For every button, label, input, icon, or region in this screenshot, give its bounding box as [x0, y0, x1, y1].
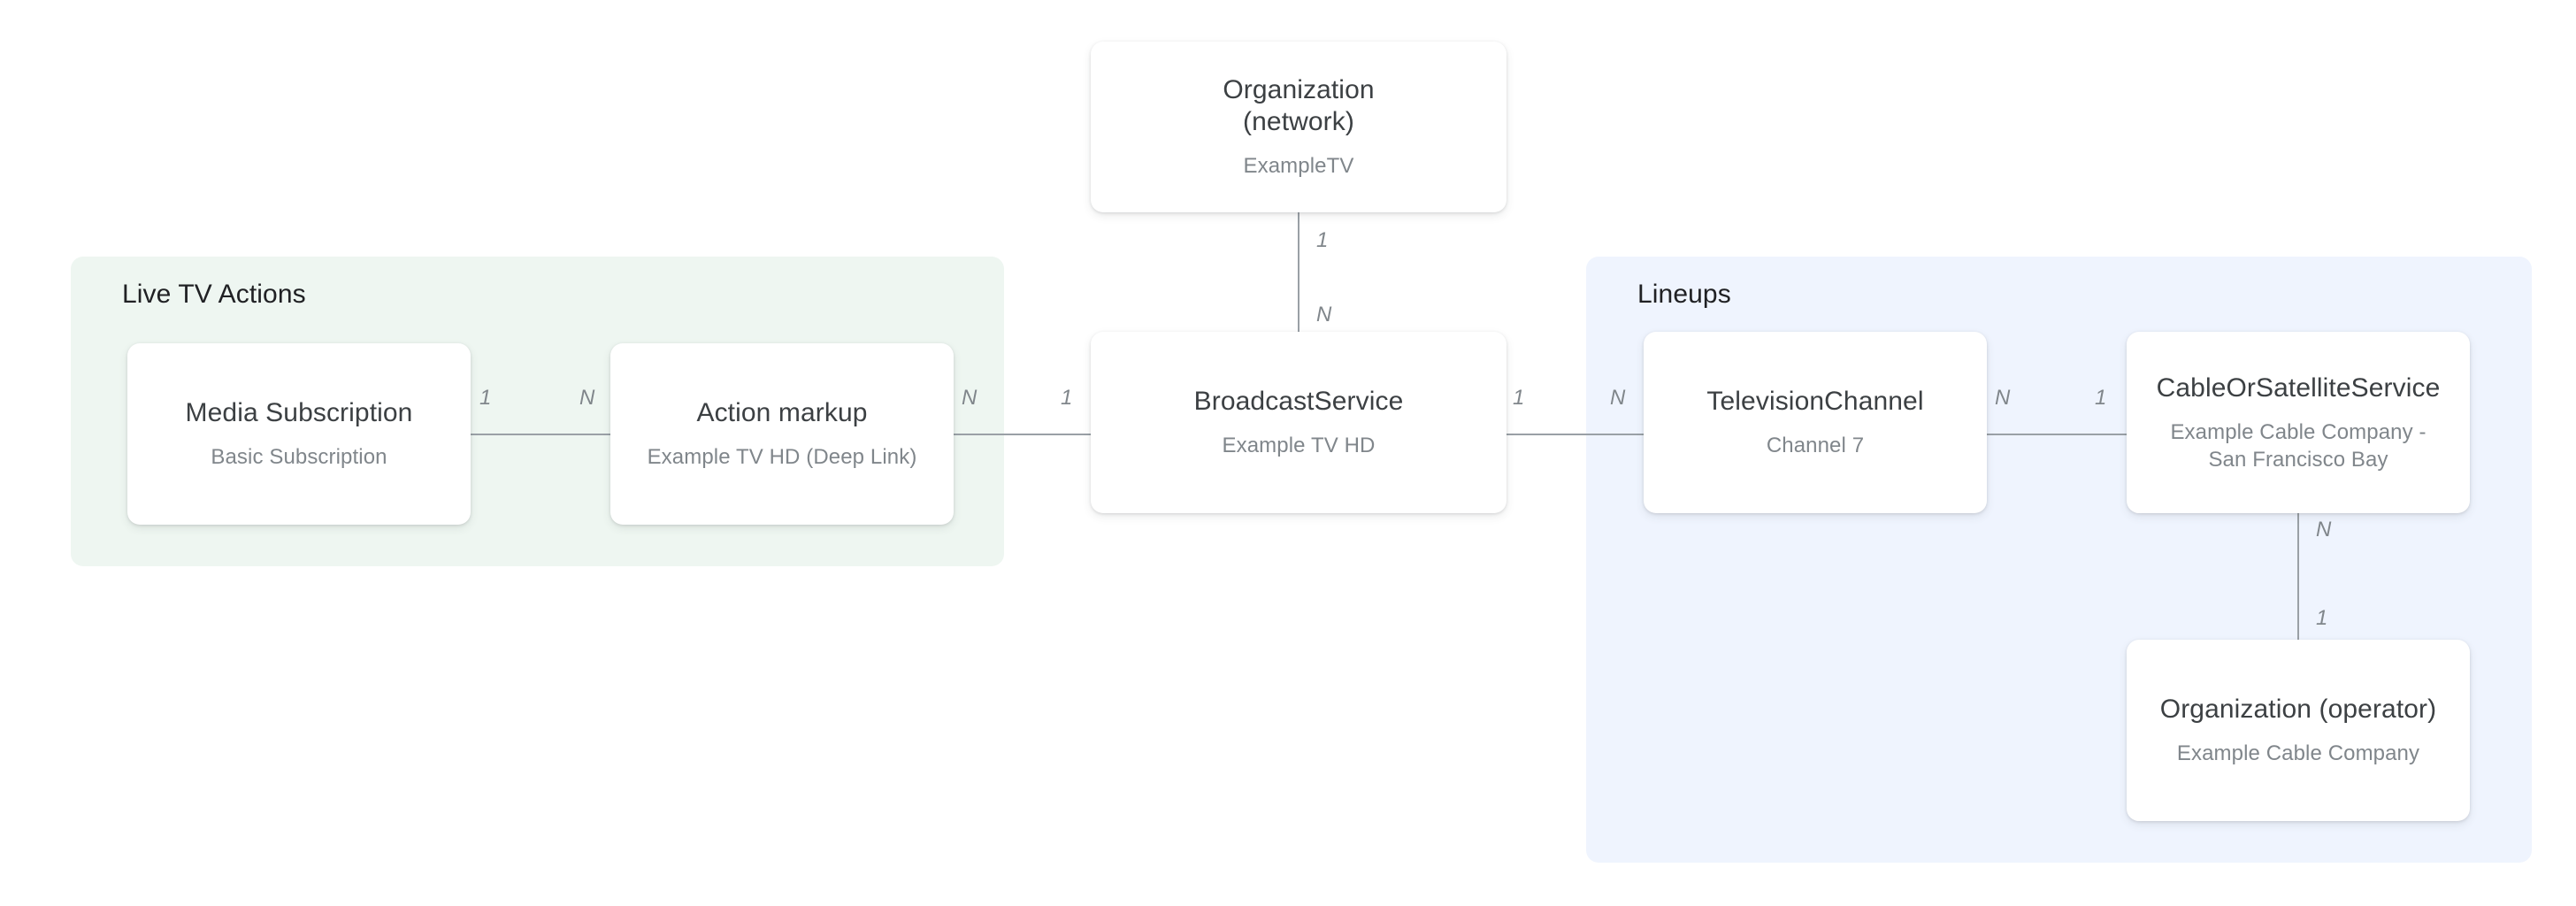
entity-node-subtitle: Example Cable Company - San Francisco Ba… — [2170, 419, 2426, 472]
entity-node-subtitle: Basic Subscription — [211, 445, 387, 469]
cardinality-label-source-media-subscription-to-action-markup: 1 — [479, 386, 492, 410]
connector-cable-or-satellite-service-to-organization-operator — [2297, 504, 2299, 649]
entity-node-title: BroadcastService — [1193, 387, 1404, 416]
entity-node-subtitle: Example TV HD — [1222, 434, 1376, 457]
entity-node-title: Media Subscription — [185, 398, 413, 427]
cardinality-label-target-action-markup-to-broadcast-service: 1 — [1061, 386, 1073, 410]
connector-action-markup-to-broadcast-service — [943, 434, 1104, 435]
connector-organization-network-to-broadcast-service — [1298, 211, 1300, 343]
entity-node-subtitle: Example TV HD (Deep Link) — [647, 445, 917, 469]
group-title-lineups: Lineups — [1637, 280, 1731, 309]
cardinality-label-target-media-subscription-to-action-markup: N — [579, 386, 595, 410]
entity-node-title: Organization (network) — [1223, 75, 1375, 136]
entity-node-title: TelevisionChannel — [1706, 387, 1924, 416]
cardinality-label-source-action-markup-to-broadcast-service: N — [962, 386, 978, 410]
entity-node-subtitle: ExampleTV — [1243, 154, 1354, 178]
connector-media-subscription-to-action-markup — [460, 434, 623, 435]
cardinality-label-target-television-channel-to-cable-or-satellite-service: 1 — [2095, 386, 2107, 410]
connector-broadcast-service-to-television-channel — [1495, 434, 1656, 435]
entity-node-organization-network[interactable]: Organization (network) ExampleTV — [1091, 42, 1506, 212]
cardinality-label-target-broadcast-service-to-television-channel: N — [1610, 386, 1626, 410]
cardinality-label-source-television-channel-to-cable-or-satellite-service: N — [1995, 386, 2011, 410]
cardinality-label-target-organization-network-to-broadcast-service: N — [1316, 303, 1332, 326]
connector-television-channel-to-cable-or-satellite-service — [1976, 434, 2139, 435]
group-title-live-tv-actions: Live TV Actions — [122, 280, 306, 309]
cardinality-label-source-organization-network-to-broadcast-service: 1 — [1316, 228, 1329, 252]
entity-node-title: Action markup — [696, 398, 868, 427]
cardinality-label-source-broadcast-service-to-television-channel: 1 — [1513, 386, 1525, 410]
cardinality-label-source-cable-or-satellite-service-to-organization-operator: N — [2316, 518, 2332, 541]
entity-node-subtitle: Example Cable Company — [2176, 741, 2420, 765]
cardinality-label-target-cable-or-satellite-service-to-organization-operator: 1 — [2316, 606, 2328, 630]
entity-node-organization-operator[interactable]: Organization (operator) Example Cable Com… — [2127, 640, 2470, 821]
entity-node-title: Organization (operator) — [2159, 695, 2437, 724]
entity-node-subtitle: Channel 7 — [1766, 434, 1865, 457]
entity-node-title: CableOrSatelliteService — [2156, 372, 2441, 403]
